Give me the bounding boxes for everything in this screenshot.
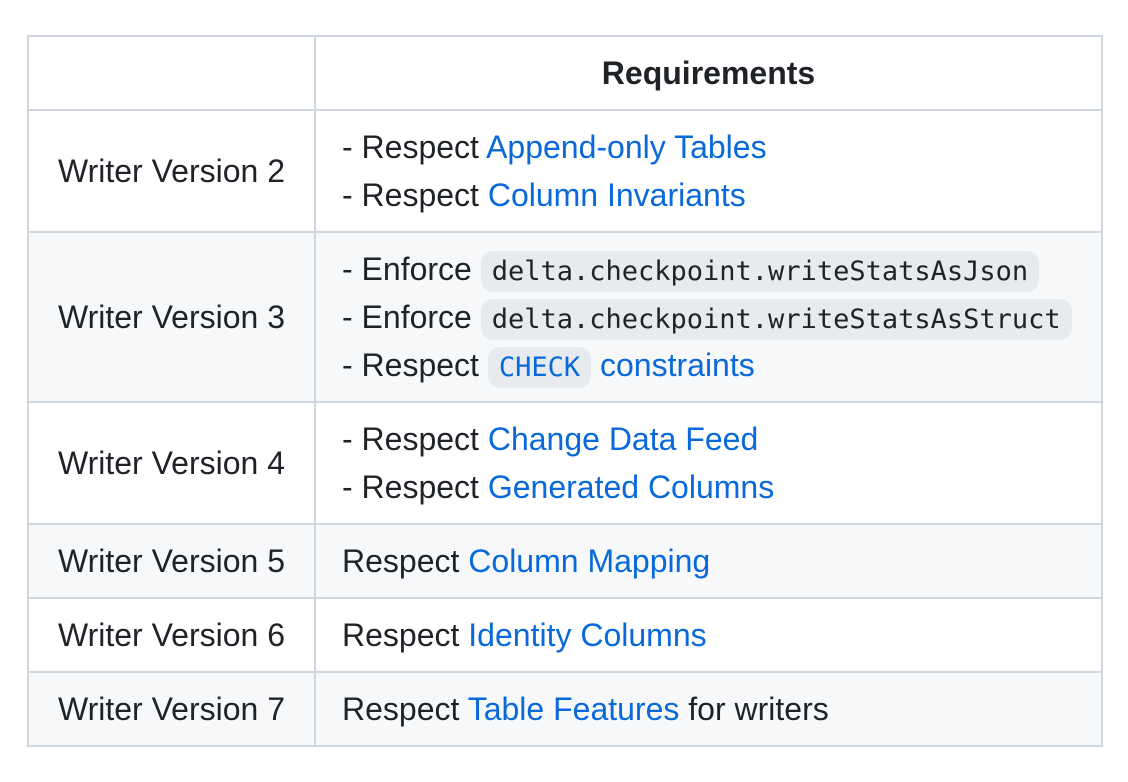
table-row: Writer Version 2- Respect Append-only Ta… bbox=[27, 109, 1103, 233]
requirements-cell: Respect Identity Columns bbox=[314, 597, 1103, 673]
table-row: Writer Version 3- Enforce delta.checkpoi… bbox=[27, 231, 1103, 403]
requirement-link[interactable]: Column Mapping bbox=[468, 543, 711, 579]
requirement-text: - Respect bbox=[342, 421, 488, 457]
requirements-cell: - Enforce delta.checkpoint.writeStatsAsJ… bbox=[314, 231, 1103, 403]
requirement-text: - Respect bbox=[342, 129, 487, 165]
requirement-text: Respect bbox=[342, 617, 469, 653]
requirements-cell: Respect Column Mapping bbox=[314, 523, 1103, 599]
table-header: Requirements bbox=[27, 35, 1103, 111]
requirement-text: Respect bbox=[342, 543, 469, 579]
writer-requirements-table: Requirements Writer Version 2- Respect A… bbox=[27, 35, 1103, 747]
requirement-link[interactable]: Column Invariants bbox=[487, 177, 746, 213]
writer-version-cell: Writer Version 7 bbox=[27, 671, 316, 747]
requirements-cell: - Respect Append-only Tables- Respect Co… bbox=[314, 109, 1103, 233]
table-row: Writer Version 4- Respect Change Data Fe… bbox=[27, 401, 1103, 525]
requirement-link[interactable]: Generated Columns bbox=[487, 469, 775, 505]
requirement-link[interactable]: Append-only Tables bbox=[486, 129, 767, 165]
header-row: Requirements bbox=[27, 35, 1103, 111]
requirement-text: - Enforce bbox=[342, 299, 481, 335]
requirement-text: - Respect bbox=[342, 177, 488, 213]
requirement-text: - Respect bbox=[342, 469, 488, 505]
code-span: delta.checkpoint.writeStatsAsJson bbox=[480, 251, 1040, 292]
requirement-text bbox=[591, 347, 600, 383]
requirements-cell: - Respect Change Data Feed- Respect Gene… bbox=[314, 401, 1103, 525]
requirement-link[interactable]: Table Features bbox=[467, 691, 680, 727]
requirement-text: - Respect bbox=[342, 347, 488, 383]
writer-version-cell: Writer Version 3 bbox=[27, 231, 316, 403]
table-body: Writer Version 2- Respect Append-only Ta… bbox=[27, 109, 1103, 747]
requirement-link[interactable]: Identity Columns bbox=[468, 617, 707, 653]
version-column-header bbox=[27, 35, 316, 111]
writer-version-cell: Writer Version 5 bbox=[27, 523, 316, 599]
requirement-link[interactable]: constraints bbox=[600, 347, 755, 383]
requirements-column-header: Requirements bbox=[314, 35, 1103, 111]
requirement-text: - Enforce bbox=[342, 251, 481, 287]
requirements-cell: Respect Table Features for writers bbox=[314, 671, 1103, 747]
writer-version-cell: Writer Version 6 bbox=[27, 597, 316, 673]
writer-version-cell: Writer Version 4 bbox=[27, 401, 316, 525]
requirement-text: for writers bbox=[679, 691, 829, 727]
requirement-text: Respect bbox=[342, 691, 468, 727]
requirement-link[interactable]: Change Data Feed bbox=[487, 421, 759, 457]
code-span: delta.checkpoint.writeStatsAsStruct bbox=[480, 299, 1072, 340]
code-link[interactable]: CHECK bbox=[487, 347, 592, 388]
writer-version-cell: Writer Version 2 bbox=[27, 109, 316, 233]
